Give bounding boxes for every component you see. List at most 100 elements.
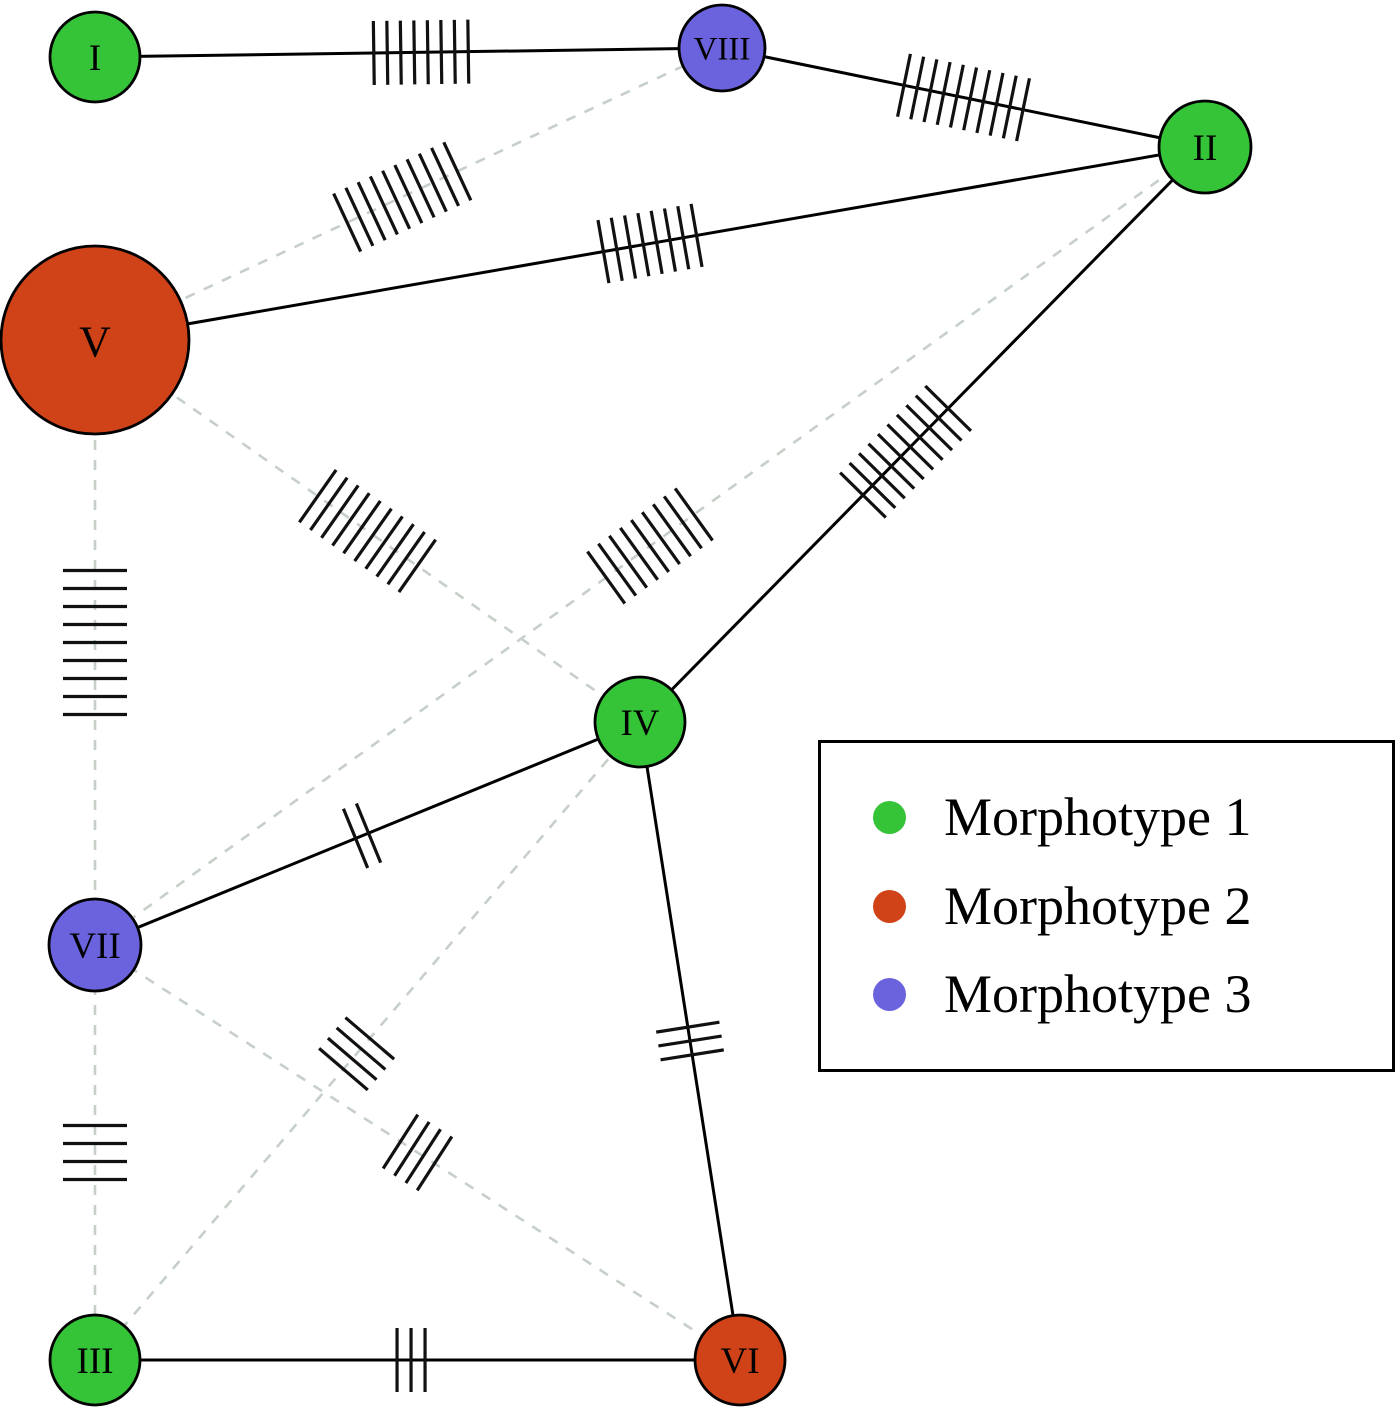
tick-mark [597, 542, 638, 597]
tick-mark [353, 507, 393, 562]
tick-group-VII-IV [341, 802, 383, 869]
edge-V-IV-dashed [94, 338, 641, 724]
node-circle-I [48, 10, 142, 104]
tick-mark [640, 511, 681, 566]
tick-mark [848, 461, 897, 510]
legend-item-morphotype-3: Morphotype 3 [873, 966, 1392, 1023]
tick-mark [405, 158, 436, 219]
tick-mark [689, 203, 704, 268]
tick-mark [417, 152, 448, 213]
tick-mark [988, 72, 1005, 136]
tick-mark [839, 471, 887, 519]
node-circle-II [1157, 99, 1253, 195]
tick-mark [332, 192, 363, 253]
tick-mark [935, 61, 952, 126]
tick-mark [630, 519, 670, 573]
tick-mark [975, 69, 992, 134]
tick-mark [924, 384, 973, 432]
node-III: III [48, 1313, 142, 1407]
tick-mark [425, 20, 430, 85]
tick-mark [371, 20, 376, 86]
tick-mark [609, 217, 624, 282]
node-label-I: I [89, 38, 101, 79]
tick-mark [636, 212, 651, 277]
node-IV: IV [593, 675, 687, 769]
tick-mark [895, 53, 912, 117]
tick-mark [326, 1036, 378, 1081]
tick-mark [356, 181, 387, 241]
tick-group-VII-VI [381, 1113, 454, 1192]
node-circle-IV [593, 675, 687, 769]
node-label-II: II [1193, 128, 1218, 169]
tick-mark [412, 20, 417, 85]
tick-mark [397, 538, 437, 593]
node-VIII: VIII [677, 3, 767, 93]
morphotype-1-dot-icon [873, 800, 906, 834]
tick-mark [331, 492, 371, 547]
tick-mark [393, 1121, 431, 1177]
node-label-IV: IV [620, 703, 659, 744]
tick-mark [948, 64, 965, 128]
node-circle-VI [693, 1313, 787, 1407]
tick-group-IV-VI [655, 1020, 725, 1062]
node-circle-VII [47, 897, 143, 993]
legend-item-morphotype-2: Morphotype 2 [873, 875, 1392, 936]
tick-mark [676, 205, 691, 270]
tick-mark [404, 1128, 442, 1184]
tick-mark [342, 500, 382, 555]
tick-mark [586, 550, 627, 605]
node-label-V: V [79, 317, 111, 366]
tick-group-V-VII [63, 568, 127, 717]
tick-mark [662, 208, 678, 272]
tick-mark [886, 423, 935, 471]
tick-mark [1015, 78, 1032, 142]
tick-mark [320, 484, 360, 539]
tick-mark [867, 442, 916, 490]
tick-mark [398, 20, 403, 85]
tick-mark [619, 526, 660, 581]
tick-mark [914, 394, 963, 442]
tick-mark [385, 20, 390, 85]
tick-mark [344, 187, 375, 247]
tick-mark [335, 1026, 387, 1071]
tick-mark [368, 175, 399, 236]
tick-mark [622, 215, 638, 279]
tick-group-VIII-II [895, 53, 1032, 142]
node-label-VII: VII [69, 926, 120, 967]
tick-group-III-IV [318, 1016, 396, 1092]
morphotype-2-label: Morphotype 2 [944, 875, 1252, 936]
tick-mark [962, 67, 979, 131]
tick-mark [318, 1047, 369, 1092]
morphotype-3-dot-icon [873, 978, 906, 1012]
edge-V-II-solid [94, 145, 1206, 342]
node-V: V [0, 244, 191, 436]
tick-layer [63, 19, 1032, 1392]
tick-group-I-VIII [371, 19, 471, 86]
tick-mark [895, 413, 944, 461]
tick-mark [309, 476, 349, 532]
edge-VIII-II-solid [721, 46, 1206, 149]
tick-mark [341, 808, 370, 869]
tick-mark [298, 469, 338, 524]
tick-mark [922, 59, 939, 123]
node-circle-III [48, 1313, 142, 1407]
node-circle-V [0, 244, 191, 436]
node-VII: VII [47, 897, 143, 993]
tick-mark [375, 523, 415, 578]
tick-mark [1001, 75, 1018, 139]
tick-mark [905, 404, 954, 452]
tick-mark [909, 56, 926, 120]
tick-mark [393, 164, 424, 224]
edge-II-IV-solid [638, 145, 1207, 724]
tick-group-V-VIII [332, 141, 473, 253]
tick-group-II-IV [839, 384, 973, 519]
tick-group-III-VI [395, 1328, 427, 1392]
node-label-VI: VI [720, 1341, 759, 1382]
tick-mark [658, 1034, 722, 1048]
legend: Morphotype 1 Morphotype 2 Morphotype 3 [818, 740, 1395, 1072]
tick-mark [364, 515, 404, 570]
morphotype-3-label: Morphotype 3 [944, 964, 1252, 1025]
tick-mark [596, 219, 611, 284]
